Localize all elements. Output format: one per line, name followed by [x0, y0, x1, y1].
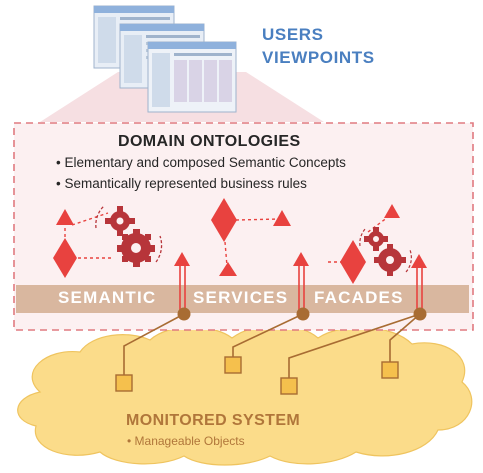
monitored-system-bullet: • Manageable Objects [127, 434, 245, 448]
manageable-object [280, 377, 298, 395]
concept-diamond [53, 238, 77, 278]
band-word-semantic: SEMANTIC [58, 288, 157, 307]
concept-triangle [411, 254, 427, 268]
business-rule-gears-left [95, 205, 163, 267]
concept-triangle [56, 209, 74, 225]
domain-bullet: • Elementary and composed Semantic Conce… [56, 155, 346, 170]
semantic-concept-triangles [56, 204, 427, 276]
domain-bullet: • Semantically represented business rule… [56, 176, 307, 191]
manageable-object [115, 374, 133, 392]
users-viewpoints-line1: USERS [262, 25, 324, 44]
manageable-object [381, 361, 399, 379]
concept-triangle [219, 262, 237, 276]
concept-triangle [293, 252, 309, 266]
semantic-services-facades-band [16, 285, 469, 313]
monitored-system-title: MONITORED SYSTEM [126, 412, 301, 429]
concept-diamond [211, 198, 237, 242]
facade-arrows [179, 266, 423, 312]
concept-triangle [273, 210, 291, 226]
domain-ontologies-title: DOMAIN ONTOLOGIES [118, 133, 301, 150]
concept-triangle [384, 204, 400, 218]
users-viewpoints-line2: VIEWPOINTS [262, 48, 375, 67]
viewpoint-windows [93, 5, 237, 113]
object-connectors [123, 313, 421, 378]
concept-diamond [340, 240, 366, 284]
users-viewpoints-label: USERS VIEWPOINTS [262, 23, 375, 69]
manageable-object [224, 356, 242, 374]
band-word-facades: FACADES [314, 288, 404, 307]
monitored-system-cloud [17, 324, 473, 466]
band-word-services: SERVICES [193, 288, 289, 307]
manageable-objects [115, 356, 399, 395]
semantic-concept-diamonds [53, 198, 366, 284]
business-rule-gears-right [359, 227, 412, 276]
concept-triangle [174, 252, 190, 266]
viewpoint-window-front [147, 41, 237, 113]
facade-knobs [177, 307, 427, 321]
